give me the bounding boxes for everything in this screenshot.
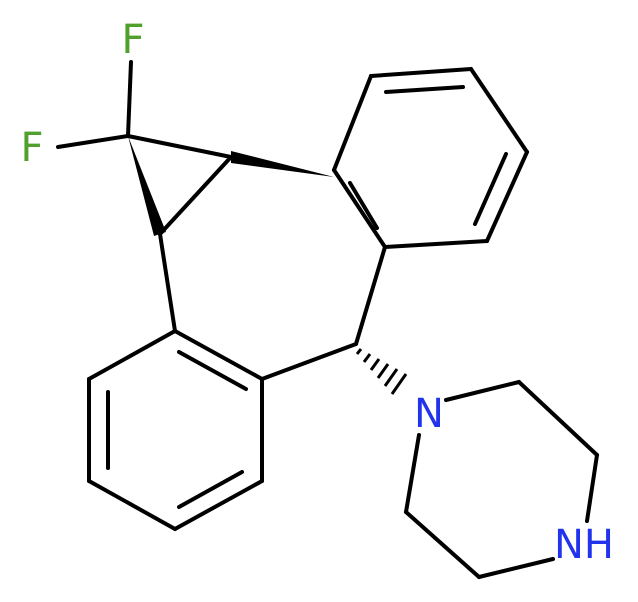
bond-lower-ring-4	[87, 479, 177, 531]
atom-label-nh: NH	[554, 522, 614, 568]
bond-ch-to-lower-ring	[260, 342, 358, 381]
bond-lower-ring-1	[173, 329, 264, 381]
bond-lower-ring-3	[173, 479, 264, 531]
hashed-bond-ch-n	[355, 348, 408, 395]
bond-cf-left	[56, 134, 130, 149]
bond-upper-ring-1	[332, 74, 373, 172]
bond-lower-ring-inner-1	[177, 350, 248, 391]
bond-upper-ring-2	[369, 67, 473, 78]
atom-label-fluorine-top: F	[121, 17, 144, 63]
bond-upper-ring-inner-3	[348, 181, 379, 230]
bond-cf-top	[126, 60, 133, 138]
bond-cyclopropane-top	[126, 134, 233, 159]
bond-upper-ring-6	[332, 168, 387, 249]
bond-piperazine-1	[444, 380, 521, 402]
wedge-bond-cyclopropane	[128, 136, 166, 236]
bond-piperazine-5	[404, 510, 481, 579]
atom-label-nitrogen: N	[414, 391, 444, 437]
bond-lower-ring-6	[87, 329, 177, 381]
bond-upper-ring-inner-2	[473, 152, 508, 226]
atom-label-fluorine-left: F	[20, 125, 43, 171]
bond-piperazine-4	[477, 557, 555, 579]
bond-upper-ring-4	[485, 150, 529, 243]
wedge-bond-upper-ring	[231, 151, 334, 177]
bond-cyclopropane-to-lower-ring	[158, 232, 177, 333]
bond-upper-ring-inner-1	[384, 85, 465, 94]
bond-piperazine-2	[517, 380, 599, 457]
bond-piperazine-6	[404, 433, 421, 514]
bond-lower-ring-inner-2	[177, 470, 244, 509]
bond-piperazine-3	[585, 453, 599, 523]
bond-upper-ring-3	[469, 67, 529, 154]
bond-cyclopropane-diagonal	[158, 155, 233, 236]
bond-upper-ring-to-ch	[354, 245, 387, 346]
bond-upper-ring-5	[383, 239, 489, 249]
